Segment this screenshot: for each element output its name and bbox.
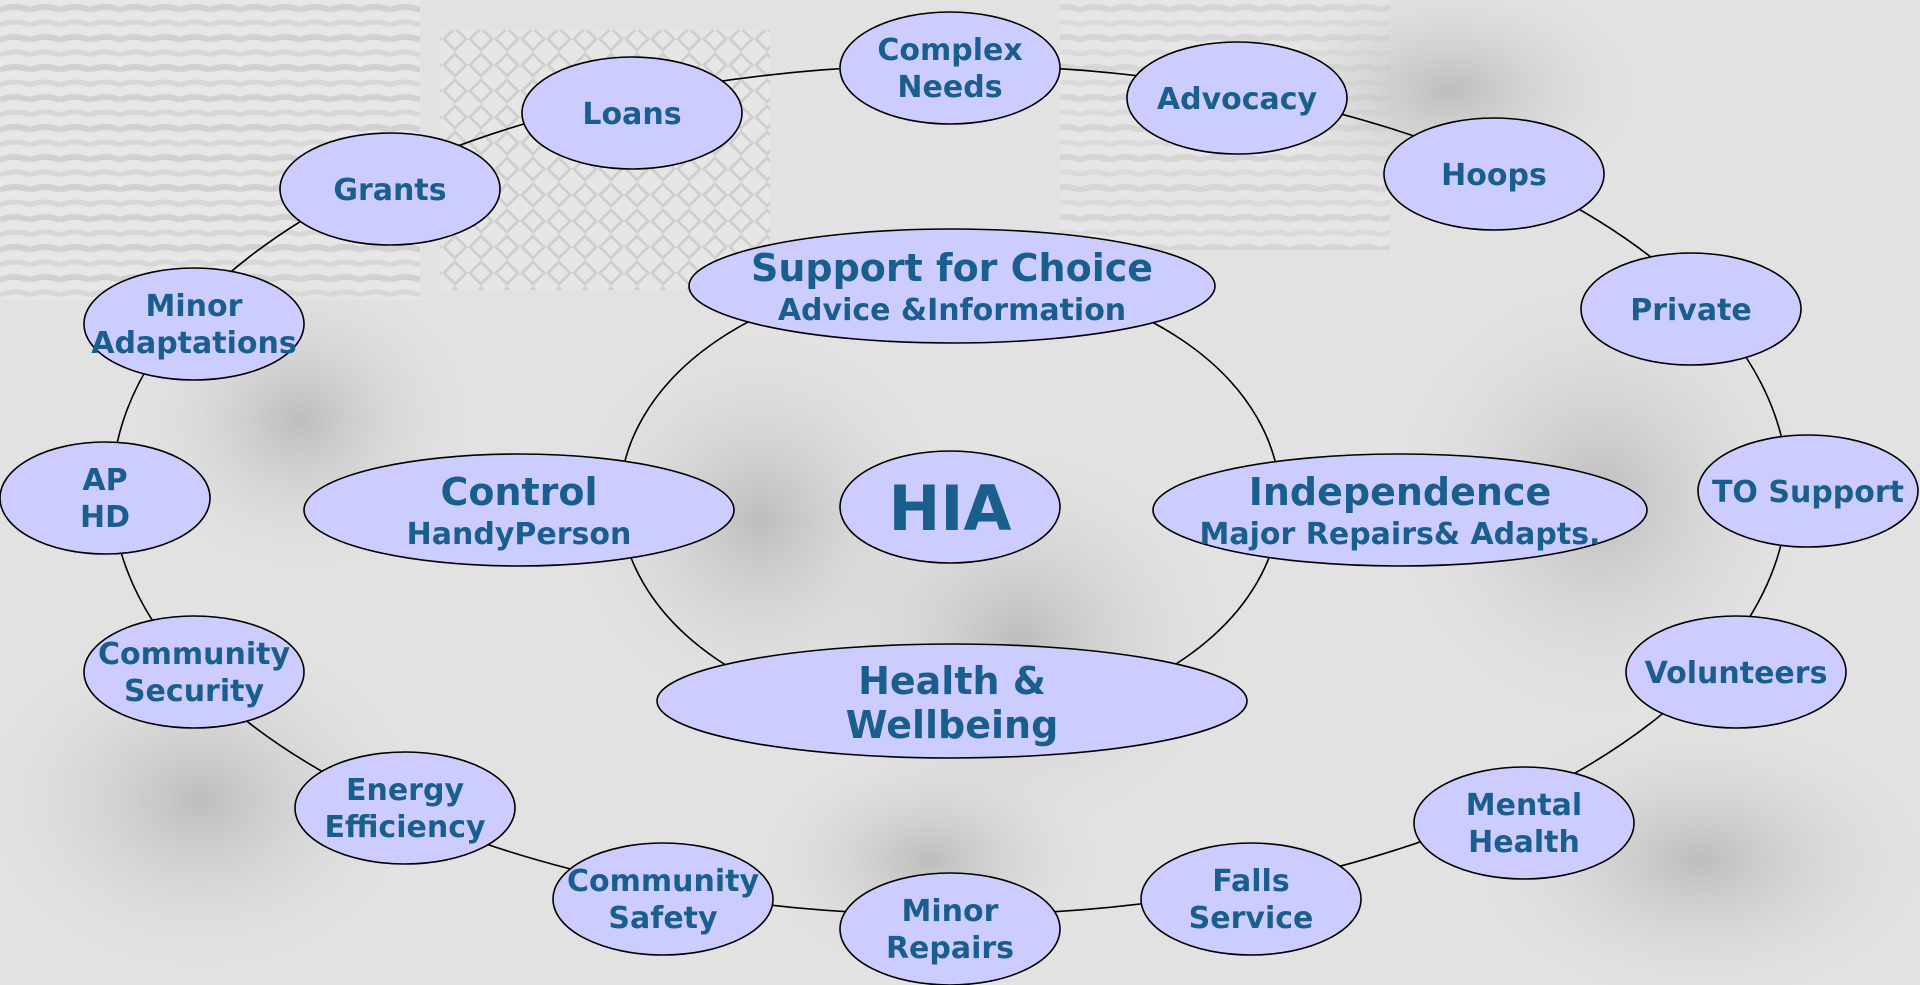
grants-label: Grants: [333, 173, 446, 208]
health-wellbeing-line-2: Wellbeing: [846, 703, 1059, 747]
node-volunteers: Volunteers: [1625, 615, 1847, 729]
hoops-label: Hoops: [1441, 158, 1547, 193]
node-hia-center: HIA: [839, 450, 1061, 564]
independence-subtitle: Major Repairs& Adapts.: [1200, 517, 1601, 552]
node-minor-adaptations: Minor Adaptations: [83, 267, 305, 381]
complex-needs-line-1: Complex: [877, 33, 1022, 68]
hia-label: HIA: [889, 472, 1012, 545]
community-security-line-2: Security: [124, 674, 265, 709]
node-private: Private: [1580, 252, 1802, 366]
support-for-choice-title: Support for Choice: [751, 246, 1153, 290]
node-complex-needs: Complex Needs: [839, 11, 1061, 125]
node-health-wellbeing: Health & Wellbeing: [656, 643, 1248, 759]
support-for-choice-subtitle: Advice &Information: [778, 293, 1126, 328]
falls-service-line-2: Service: [1189, 901, 1314, 936]
volunteers-label: Volunteers: [1645, 656, 1828, 691]
private-label: Private: [1630, 293, 1752, 328]
community-safety-line-1: Community: [567, 864, 759, 899]
node-community-safety: Community Safety: [552, 842, 774, 956]
node-mental-health: Mental Health: [1413, 766, 1635, 880]
node-support-for-choice: Support for Choice Advice &Information: [688, 228, 1216, 344]
community-security-line-1: Community: [98, 637, 290, 672]
mental-health-line-1: Mental: [1466, 788, 1582, 823]
independence-title: Independence: [1249, 470, 1552, 514]
loans-label: Loans: [582, 97, 681, 132]
energy-efficiency-line-2: Efficiency: [324, 810, 486, 845]
node-advocacy: Advocacy: [1126, 41, 1348, 155]
falls-service-line-1: Falls: [1212, 864, 1289, 899]
node-community-security: Community Security: [83, 615, 305, 729]
node-falls-service: Falls Service: [1140, 842, 1362, 956]
energy-efficiency-line-1: Energy: [346, 773, 464, 808]
minor-repairs-line-2: Repairs: [886, 931, 1014, 966]
ap-hd-line-2: HD: [80, 500, 130, 535]
mental-health-line-2: Health: [1468, 825, 1580, 860]
node-energy-efficiency: Energy Efficiency: [294, 751, 516, 865]
advocacy-label: Advocacy: [1157, 82, 1318, 117]
complex-needs-line-2: Needs: [897, 70, 1002, 105]
node-minor-repairs: Minor Repairs: [839, 872, 1061, 985]
node-ap-hd: AP HD: [0, 441, 211, 555]
node-grants: Grants: [279, 132, 501, 246]
control-subtitle: HandyPerson: [407, 517, 632, 552]
node-to-support: TO Support: [1697, 434, 1919, 548]
control-title: Control: [440, 470, 597, 514]
minor-repairs-line-1: Minor: [902, 894, 999, 929]
node-independence: Independence Major Repairs& Adapts.: [1152, 453, 1648, 567]
node-control: Control HandyPerson: [303, 453, 735, 567]
node-loans: Loans: [521, 56, 743, 170]
minor-adaptations-line-1: Minor: [146, 289, 243, 324]
ap-hd-line-1: AP: [82, 463, 127, 498]
health-wellbeing-line-1: Health &: [858, 659, 1046, 703]
minor-adaptations-line-2: Adaptations: [91, 326, 296, 361]
community-safety-line-2: Safety: [608, 901, 718, 936]
to-support-label: TO Support: [1712, 475, 1904, 510]
node-hoops: Hoops: [1383, 117, 1605, 231]
